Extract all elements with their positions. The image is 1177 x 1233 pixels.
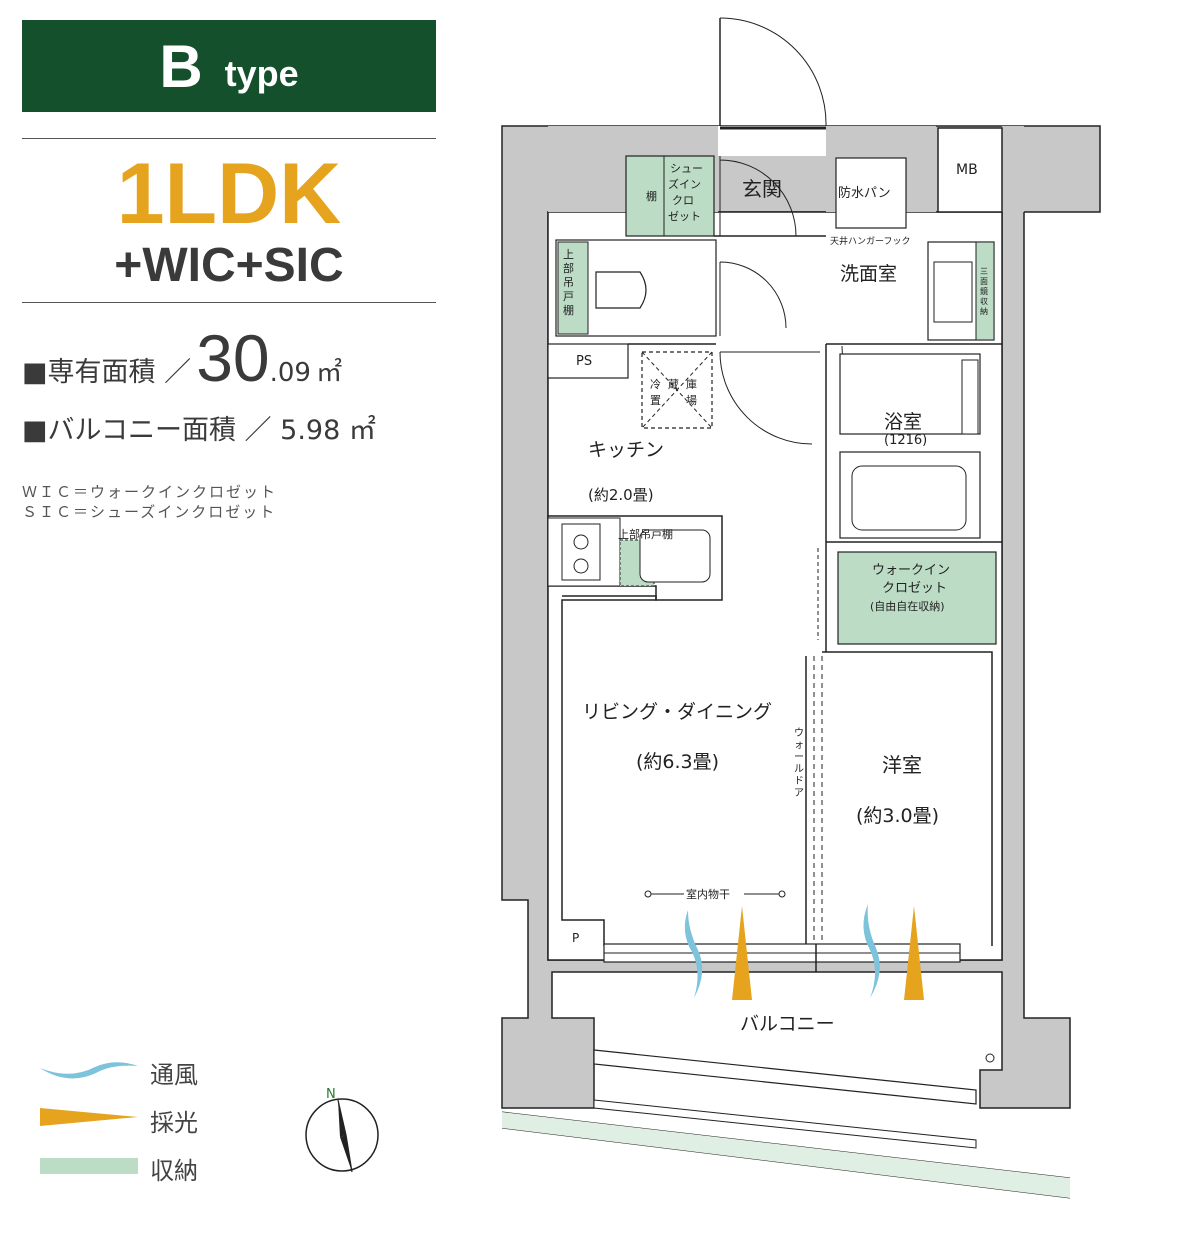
layout-title: 1LDK: [116, 146, 342, 242]
entrance-gap: [718, 126, 826, 156]
toilet-cab-1: 上: [563, 248, 574, 261]
burner-icon: [573, 558, 589, 574]
legend-wind-label: 通風: [150, 1061, 198, 1089]
shoe-closet-2: ズイン: [668, 177, 701, 191]
wind-icon: [40, 1062, 138, 1079]
washing-pan: [835, 157, 907, 229]
wind-arrow-icon: [684, 910, 703, 998]
western-size: (約3.0畳): [856, 805, 939, 827]
drying-label: 室内物干: [686, 887, 730, 901]
wic-1: ウォークイン: [872, 563, 950, 578]
type-banner: B type: [22, 20, 436, 112]
toilet-cab-2: 部: [563, 261, 574, 275]
balcony-label: バルコニー: [740, 1013, 835, 1035]
type-letter: B: [159, 32, 203, 100]
toilet-cab-3: 吊: [563, 276, 574, 289]
mirror-4: 収: [980, 296, 988, 306]
shoe-shelf-label: 棚: [646, 189, 657, 203]
fridge-3: 庫: [686, 377, 697, 391]
hanger-hook-label: 天井ハンガーフック: [830, 235, 910, 247]
note-wic: ＷＩＣ＝ウォークインクロゼット: [22, 483, 278, 501]
wall-door-3: ー: [794, 752, 804, 763]
balcony-area: ■バルコニー面積 ／ 5.98 ㎡: [22, 415, 376, 446]
compass: N: [305, 1087, 379, 1173]
light-icon: [40, 1108, 138, 1126]
kitchen-size: (約2.0畳): [588, 486, 654, 504]
divider-top: [22, 138, 436, 139]
fridge-2: 蔵: [668, 378, 679, 391]
genkan-label: 玄関: [742, 177, 782, 201]
note-sic: ＳＩＣ＝シューズインクロゼット: [22, 503, 277, 521]
wic-2: クロゼット: [882, 581, 947, 596]
exclusive-area-dec: .09: [269, 358, 311, 388]
walk-in-closet: [837, 551, 997, 645]
wic-3: (自由自在収納): [870, 599, 945, 613]
mb-label: MB: [956, 162, 978, 178]
living-label: リビング・ダイニング: [582, 701, 772, 723]
mirror-2: 面: [980, 277, 988, 286]
drain-icon: [985, 1053, 995, 1063]
sink: [639, 529, 711, 583]
layout-subtitle: +WIC+SIC: [114, 239, 344, 292]
mb-box: [937, 127, 1003, 213]
exclusive-area: ■専有面積 ／ 30.09 ㎡: [22, 320, 342, 396]
wall-door-5: ド: [794, 776, 804, 787]
exclusive-area-label: ■専有面積 ／: [22, 357, 192, 388]
toilet-cabinet: [557, 241, 589, 335]
shoe-closet-3: クロ: [672, 194, 694, 207]
ps-box: [547, 343, 629, 379]
washing-pan-label: 防水パン: [838, 185, 891, 201]
wall-door-6: ア: [794, 788, 804, 799]
light-arrow-icon: [904, 906, 924, 1000]
legend-storage-label: 収納: [150, 1157, 198, 1185]
mirror-5: 納: [980, 306, 988, 316]
wind-arrow-icon: [863, 904, 880, 998]
fridge-4: 置: [650, 394, 661, 407]
wall-door-1: ウ: [794, 727, 804, 739]
divider-bottom: [22, 302, 436, 303]
living-size: (約6.3畳): [636, 751, 719, 773]
type-word: type: [224, 53, 299, 94]
legend-light-label: 採光: [150, 1109, 198, 1137]
kitchen-cabinet-label: 上部吊戸棚: [618, 527, 673, 541]
entrance-door-swing: [719, 17, 827, 127]
p-label: P: [572, 931, 579, 945]
western-label: 洋室: [882, 753, 922, 777]
exclusive-area-unit: ㎡: [316, 358, 343, 388]
light-arrow-icon: [732, 906, 752, 1000]
shoe-closet-4: ゼット: [668, 210, 701, 223]
ps-label: PS: [576, 354, 592, 369]
wall-door-2: ォ: [794, 740, 804, 751]
bath-area: [839, 353, 981, 435]
toilet-bowl: [595, 271, 647, 309]
fridge-5: 場: [686, 394, 697, 407]
washroom-label: 洗面室: [840, 263, 897, 285]
bath-label: 浴室: [884, 411, 922, 433]
toilet-cab-5: 棚: [563, 303, 574, 317]
bath-size: (1216): [884, 433, 927, 448]
fridge-1: 冷: [650, 378, 661, 391]
wall-door-4: ル: [794, 764, 804, 775]
storage-swatch: [40, 1158, 138, 1174]
burner-icon: [573, 534, 589, 550]
mirror-3: 鏡: [980, 286, 988, 296]
wall-top-right: [1002, 126, 1024, 212]
toilet-cab-4: 戸: [563, 290, 574, 303]
compass-n: N: [326, 1087, 336, 1102]
mirror-1: 三: [980, 267, 988, 276]
shoe-closet-1: シュー: [670, 162, 703, 175]
kitchen-label: キッチン: [588, 439, 664, 461]
shoe-closet: [625, 155, 715, 237]
balcony-rail: [593, 1049, 977, 1105]
exclusive-area-int: 30: [196, 321, 270, 395]
